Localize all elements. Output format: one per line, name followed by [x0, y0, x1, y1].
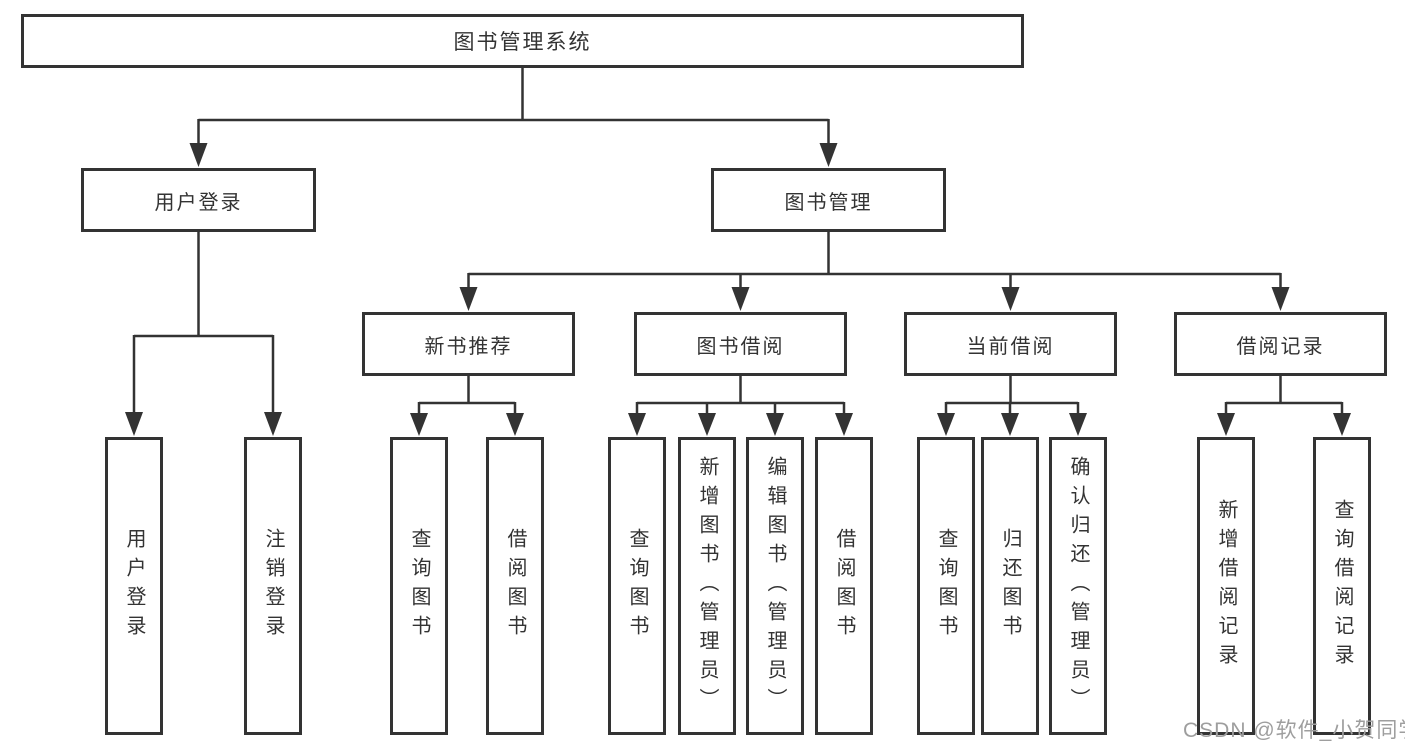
node-label: 查询图书: [935, 528, 957, 644]
leaf-add-book-admin: 新增图书（管理员）: [678, 437, 736, 735]
connector-user-login-to-leaves: [125, 232, 282, 436]
arrow-down-icon: [1333, 413, 1351, 436]
arrow-down-icon: [819, 143, 838, 167]
node-label: 新增借阅记录: [1215, 499, 1237, 673]
node-label: 借阅图书: [504, 528, 526, 644]
arrow-down-icon: [835, 413, 853, 436]
arrow-down-icon: [698, 413, 716, 436]
arrow-down-icon: [410, 413, 428, 436]
arrow-down-icon: [731, 287, 750, 311]
leaf-return-book: 归还图书: [981, 437, 1039, 735]
node-label: 用户登录: [154, 191, 243, 214]
connector-book-management-to-level3: [459, 232, 1290, 311]
node-label: 新增图书（管理员）: [696, 455, 718, 717]
node-new-book-recommend: 新书推荐: [362, 312, 575, 376]
node-label: 编辑图书（管理员）: [764, 455, 786, 717]
arrow-down-icon: [1069, 413, 1087, 436]
node-current-borrow: 当前借阅: [904, 312, 1117, 376]
node-book-borrow: 图书借阅: [634, 312, 847, 376]
arrow-down-icon: [125, 412, 143, 436]
leaf-user-login: 用户登录: [105, 437, 163, 735]
connector-borrow-records-to-leaves: [1217, 376, 1351, 436]
arrow-down-icon: [1001, 287, 1020, 311]
node-label: 查询借阅记录: [1331, 499, 1353, 673]
node-label: 归还图书: [999, 528, 1021, 644]
arrow-down-icon: [628, 413, 646, 436]
leaf-query-books-borrow: 查询图书: [608, 437, 666, 735]
node-label: 图书管理: [784, 191, 873, 214]
node-library-management-system: 图书管理系统: [21, 14, 1024, 68]
leaf-query-borrow-record: 查询借阅记录: [1313, 437, 1371, 735]
node-label: 图书管理系统: [453, 31, 592, 54]
connector-new-book-recommend-to-leaves: [410, 376, 524, 436]
node-label: 借阅图书: [833, 528, 855, 644]
leaf-logout: 注销登录: [244, 437, 302, 735]
arrow-down-icon: [189, 143, 208, 167]
node-label: 查询图书: [626, 528, 648, 644]
arrow-down-icon: [264, 412, 282, 436]
leaf-add-borrow-record: 新增借阅记录: [1197, 437, 1255, 735]
leaf-query-books-current: 查询图书: [917, 437, 975, 735]
arrow-down-icon: [1271, 287, 1290, 311]
arrow-down-icon: [459, 287, 478, 311]
arrow-down-icon: [506, 413, 524, 436]
leaf-edit-book-admin: 编辑图书（管理员）: [746, 437, 804, 735]
arrow-down-icon: [1217, 413, 1235, 436]
node-label: 确认归还（管理员）: [1067, 455, 1089, 717]
connector-current-borrow-to-leaves: [937, 376, 1087, 436]
node-label: 用户登录: [123, 528, 145, 644]
node-user-login: 用户登录: [81, 168, 316, 232]
node-borrow-records: 借阅记录: [1174, 312, 1387, 376]
leaf-confirm-return-admin: 确认归还（管理员）: [1049, 437, 1107, 735]
connector-book-borrow-to-leaves: [628, 376, 853, 436]
arrow-down-icon: [766, 413, 784, 436]
node-label: 注销登录: [262, 528, 284, 644]
arrow-down-icon: [1001, 413, 1019, 436]
arrow-down-icon: [937, 413, 955, 436]
leaf-borrow-books-recommend: 借阅图书: [486, 437, 544, 735]
node-book-management: 图书管理: [711, 168, 946, 232]
node-label: 查询图书: [408, 528, 430, 644]
node-label: 借阅记录: [1236, 335, 1325, 358]
node-label: 当前借阅: [966, 335, 1055, 358]
leaf-query-books-recommend: 查询图书: [390, 437, 448, 735]
node-label: 图书借阅: [696, 335, 785, 358]
leaf-borrow-books: 借阅图书: [815, 437, 873, 735]
node-label: 新书推荐: [424, 335, 513, 358]
watermark: CSDN @软件_小贺同学: [1183, 719, 1405, 742]
connector-root-to-level2: [189, 68, 838, 167]
